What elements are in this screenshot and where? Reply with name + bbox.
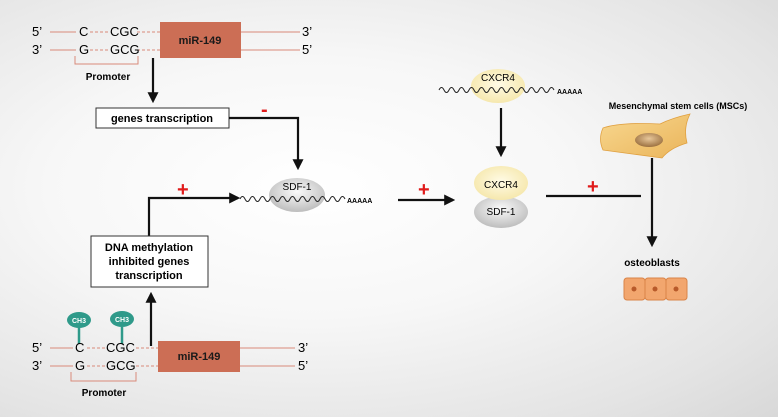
top-base-cgc: CGC — [110, 24, 139, 39]
dna-methylation-box — [90, 235, 209, 288]
arrow-methylation-to-sdf1 — [147, 192, 241, 236]
osteoblast-nucleus — [673, 286, 679, 292]
bottom-base-g: G — [75, 358, 85, 373]
osteoblast-cells — [623, 277, 688, 301]
top-strand-5-right: 5’ — [302, 42, 312, 57]
methyl-group-1 — [67, 312, 91, 328]
complex-sdf1-ellipse — [474, 196, 528, 228]
dna-methylation-line2: inhibited genes — [109, 256, 190, 268]
top-strand-3-label: 3’ — [32, 42, 42, 57]
osteoblast-nucleus — [631, 286, 637, 292]
sdf1-ellipse — [269, 178, 325, 212]
msc-nucleus — [635, 133, 663, 147]
msc-label: Mesenchymal stem cells (MSCs) — [609, 101, 748, 111]
complex-cxcr4-ellipse — [474, 166, 528, 200]
cxcr4-poly-a-tail: AAAAA — [557, 89, 582, 96]
methyl-label-1: CH3 — [72, 318, 86, 325]
top-promoter-label: Promoter — [86, 72, 131, 83]
bottom-strand-3-label: 3’ — [32, 358, 42, 373]
arrow-transcription-to-sdf1 — [229, 116, 304, 171]
sdf1-label: SDF-1 — [283, 182, 312, 193]
dna-top: 5’ 3’ C CGC G GCG miR-149 3’ 5’ Promoter — [32, 22, 312, 83]
cxcr4-label: CXCR4 — [481, 73, 515, 84]
top-promoter-bracket — [74, 56, 139, 65]
top-gene-label: miR-149 — [179, 35, 222, 47]
bottom-base-cgc: CGC — [106, 340, 135, 355]
bottom-strand-5-right: 5’ — [298, 358, 308, 373]
cxcr4-mrna-wave — [438, 87, 555, 93]
top-base-gcg: GCG — [110, 42, 140, 57]
plus-sign-complex: + — [418, 179, 430, 201]
bottom-base-c: C — [75, 340, 84, 355]
bottom-gene-box — [158, 341, 240, 372]
methyl-group-2 — [110, 311, 134, 327]
top-strand-3-right: 3’ — [302, 24, 312, 39]
osteoblast-nucleus — [652, 286, 658, 292]
sdf1-mrna-wave — [239, 196, 346, 202]
sdf1-poly-a-tail: AAAAA — [347, 198, 372, 205]
osteoblasts-label: osteoblasts — [624, 258, 680, 269]
genes-transcription-label: genes transcription — [111, 113, 213, 125]
complex-sdf1-label: SDF-1 — [487, 207, 516, 218]
top-gene-box — [160, 22, 241, 58]
top-base-c: C — [79, 24, 88, 39]
top-strand-5-label: 5’ — [32, 24, 42, 39]
bottom-promoter-label: Promoter — [82, 388, 127, 399]
plus-sign-msc: + — [587, 176, 599, 198]
complex-cxcr4-label: CXCR4 — [484, 180, 518, 191]
dna-bottom: CH3 CH3 5’ 3’ C CGC G GCG miR-149 3’ 5’ … — [32, 311, 308, 399]
bottom-promoter-bracket — [70, 372, 137, 382]
bottom-gene-label: miR-149 — [178, 351, 221, 363]
bottom-strand-3-right: 3’ — [298, 340, 308, 355]
bottom-strand-5-label: 5’ — [32, 340, 42, 355]
dna-methylation-line3: transcription — [115, 270, 183, 282]
top-base-g: G — [79, 42, 89, 57]
minus-sign: - — [261, 99, 268, 121]
dna-methylation-line1: DNA methylation — [105, 242, 193, 254]
bottom-base-gcg: GCG — [106, 358, 136, 373]
cxcr4-ellipse — [471, 69, 525, 103]
plus-sign-methylation: + — [177, 179, 189, 201]
methyl-label-2: CH3 — [115, 317, 129, 324]
